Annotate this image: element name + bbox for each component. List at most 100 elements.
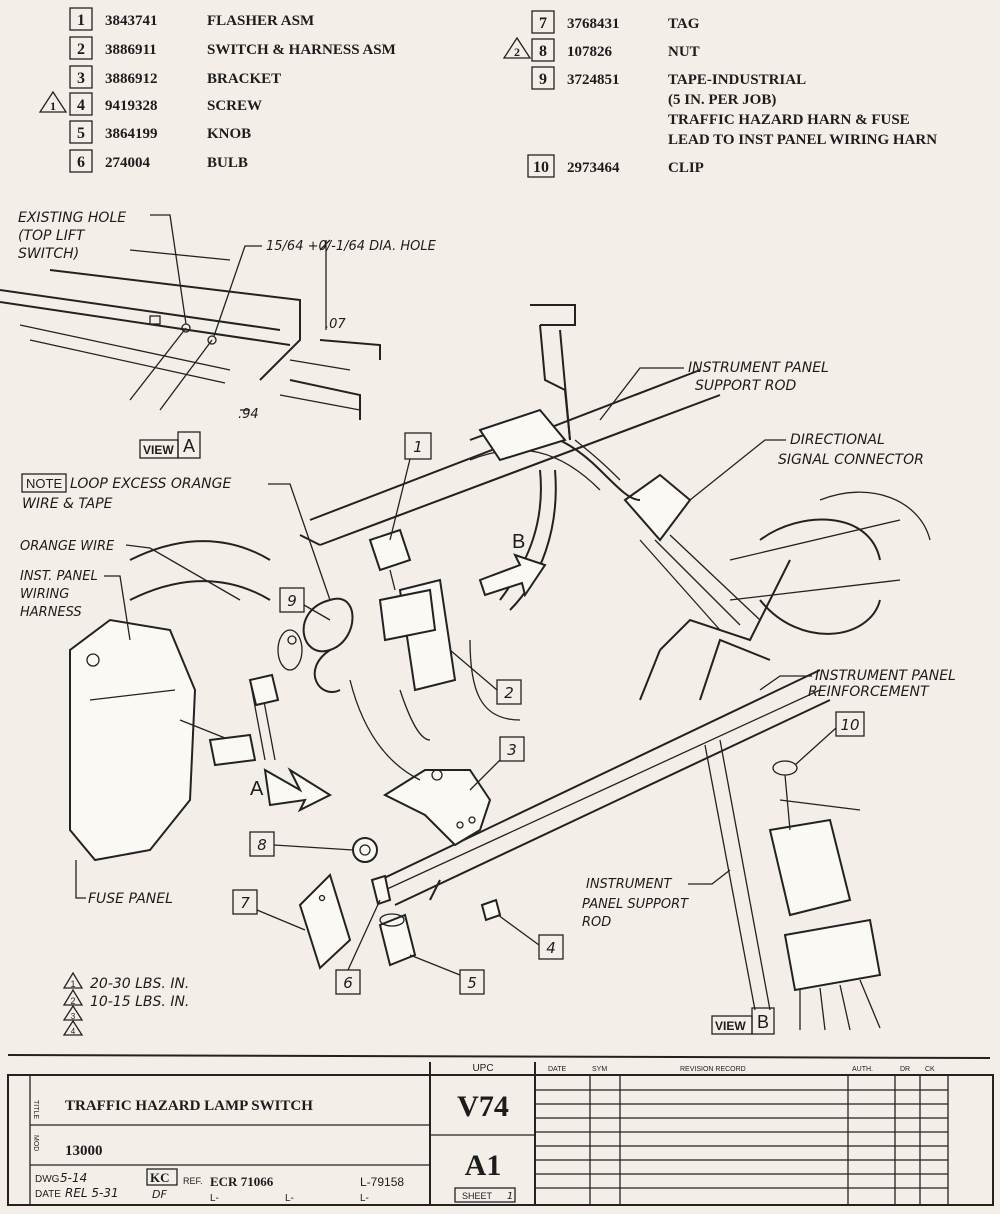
svg-text:BRACKET: BRACKET xyxy=(207,71,281,87)
svg-text:274004: 274004 xyxy=(105,155,151,171)
svg-text:DATE: DATE xyxy=(548,1066,566,1073)
svg-text:A: A xyxy=(183,436,195,456)
svg-text:9419328: 9419328 xyxy=(105,98,158,114)
svg-text:SIGNAL CONNECTOR: SIGNAL CONNECTOR xyxy=(778,452,924,468)
diagram-labels: NOTE LOOP EXCESS ORANGE WIRE & TAPE ORAN… xyxy=(20,360,956,1036)
part-row-8: 2 8 107826 NUT xyxy=(502,36,700,62)
callout-3: 3 xyxy=(469,736,525,791)
svg-text:B: B xyxy=(512,531,525,553)
svg-text:INSTRUMENT PANEL: INSTRUMENT PANEL xyxy=(815,668,956,684)
svg-text:3864199: 3864199 xyxy=(105,126,158,142)
svg-text:SHEET: SHEET xyxy=(462,1191,493,1201)
svg-text:FUSE PANEL: FUSE PANEL xyxy=(88,891,173,907)
svg-text:3: 3 xyxy=(507,741,517,759)
part-row-2: 2 3886911 SWITCH & HARNESS ASM xyxy=(69,36,396,60)
svg-text:2: 2 xyxy=(77,41,85,58)
svg-text:DATE: DATE xyxy=(35,1189,61,1200)
flag-triangle-icon xyxy=(62,1019,84,1036)
svg-text:V74: V74 xyxy=(457,1090,509,1123)
svg-text:INST. PANEL: INST. PANEL xyxy=(20,569,98,584)
svg-text:INSTRUMENT PANEL: INSTRUMENT PANEL xyxy=(688,360,829,376)
svg-text:DIRECTIONAL: DIRECTIONAL xyxy=(790,432,885,448)
svg-text:HARNESS: HARNESS xyxy=(20,605,82,620)
svg-text:DR: DR xyxy=(900,1066,910,1073)
svg-text:10-15 LBS. IN.: 10-15 LBS. IN. xyxy=(90,994,189,1010)
svg-text:1: 1 xyxy=(507,1191,513,1202)
flag-triangle-icon xyxy=(502,36,532,59)
svg-text:SWITCH & HARNESS ASM: SWITCH & HARNESS ASM xyxy=(207,42,396,58)
view-a-detail: EXISTING HOLE (TOP LIFT SWITCH) 15/64 +0… xyxy=(0,210,437,459)
svg-text:PANEL SUPPORT: PANEL SUPPORT xyxy=(582,897,689,912)
part-row-10: 10 2973464 CLIP xyxy=(527,154,704,178)
svg-text:8: 8 xyxy=(257,836,267,854)
svg-text:REVISION RECORD: REVISION RECORD xyxy=(680,1066,746,1073)
svg-text:(5 IN. PER JOB): (5 IN. PER JOB) xyxy=(668,92,776,108)
callout-7: 7 xyxy=(232,889,306,931)
svg-text:1: 1 xyxy=(70,979,75,989)
svg-text:TITLE: TITLE xyxy=(32,1100,39,1119)
svg-text:.94: .94 xyxy=(238,407,259,422)
svg-text:1: 1 xyxy=(413,438,423,456)
main-assembly: B A xyxy=(69,304,931,970)
svg-text:3768431: 3768431 xyxy=(567,16,620,32)
svg-text:3843741: 3843741 xyxy=(105,13,158,29)
callout-9: 9 xyxy=(279,587,331,621)
svg-text:2: 2 xyxy=(514,45,520,59)
svg-text:DWG: DWG xyxy=(35,1174,60,1185)
svg-text:9: 9 xyxy=(287,592,297,610)
svg-text:10: 10 xyxy=(533,159,549,176)
svg-text:VIEW: VIEW xyxy=(143,443,174,457)
svg-text:3886911: 3886911 xyxy=(105,42,157,58)
callout-5: 5 xyxy=(409,954,485,995)
part-row-6: 6 274004 BULB xyxy=(69,149,248,173)
part-row-3: 3 3886912 BRACKET xyxy=(69,65,281,89)
svg-text:A: A xyxy=(250,778,264,800)
svg-text:107826: 107826 xyxy=(567,44,613,60)
svg-text:NUT: NUT xyxy=(668,44,700,60)
svg-text:LEAD TO INST PANEL WIRING HARN: LEAD TO INST PANEL WIRING HARN xyxy=(668,132,937,148)
svg-text:SCREW: SCREW xyxy=(207,98,262,114)
svg-text:L-: L- xyxy=(210,1193,219,1204)
svg-text:7: 7 xyxy=(539,15,547,32)
svg-text:A1: A1 xyxy=(465,1149,502,1182)
parts-list-left: 1 3843741 FLASHER ASM 2 3886911 SWITCH &… xyxy=(38,7,396,173)
svg-text:TAG: TAG xyxy=(668,16,700,32)
svg-text:10: 10 xyxy=(840,716,859,734)
svg-text:4: 4 xyxy=(77,97,85,114)
torque-notes: 1 20-30 LBS. IN. 2 10-15 LBS. IN. 3 4 xyxy=(62,971,189,1036)
svg-text:REINFORCEMENT: REINFORCEMENT xyxy=(808,684,930,700)
svg-text:KC: KC xyxy=(150,1170,170,1185)
svg-text:20-30 LBS. IN.: 20-30 LBS. IN. xyxy=(90,976,189,992)
part-row-5: 5 3864199 KNOB xyxy=(69,120,251,144)
svg-text:FLASHER ASM: FLASHER ASM xyxy=(207,13,314,29)
svg-text:INSTRUMENT: INSTRUMENT xyxy=(586,877,672,892)
callout-1: 1 xyxy=(389,432,432,541)
svg-text:REL 5-31: REL 5-31 xyxy=(65,1186,119,1200)
svg-text:9: 9 xyxy=(539,71,547,88)
svg-text:KNOB: KNOB xyxy=(207,126,251,142)
svg-text:VIEW: VIEW xyxy=(715,1019,746,1033)
callout-2: 2 xyxy=(449,649,522,705)
svg-text:SYM: SYM xyxy=(592,1066,607,1073)
svg-text:EXISTING HOLE: EXISTING HOLE xyxy=(18,210,126,226)
svg-text:2973464: 2973464 xyxy=(567,160,620,176)
callout-8: 8 xyxy=(249,831,354,857)
svg-text:TAPE-INDUSTRIAL: TAPE-INDUSTRIAL xyxy=(668,72,806,88)
svg-text:4: 4 xyxy=(71,1027,76,1036)
svg-text:13000: 13000 xyxy=(65,1143,103,1159)
svg-text:WIRE & TAPE: WIRE & TAPE xyxy=(22,496,113,512)
svg-text:REF.: REF. xyxy=(183,1176,203,1186)
svg-text:L-: L- xyxy=(360,1193,369,1204)
svg-text:ROD: ROD xyxy=(582,915,611,930)
svg-text:2: 2 xyxy=(504,684,514,702)
svg-text:2: 2 xyxy=(70,996,75,1006)
svg-text:L-: L- xyxy=(285,1193,294,1204)
svg-text:ECR 71066: ECR 71066 xyxy=(210,1174,274,1189)
svg-text:MOD: MOD xyxy=(32,1135,39,1151)
svg-text:BULB: BULB xyxy=(207,155,248,171)
svg-text:7: 7 xyxy=(240,894,250,912)
svg-text:5-14: 5-14 xyxy=(60,1171,87,1185)
svg-text:5: 5 xyxy=(467,974,477,992)
